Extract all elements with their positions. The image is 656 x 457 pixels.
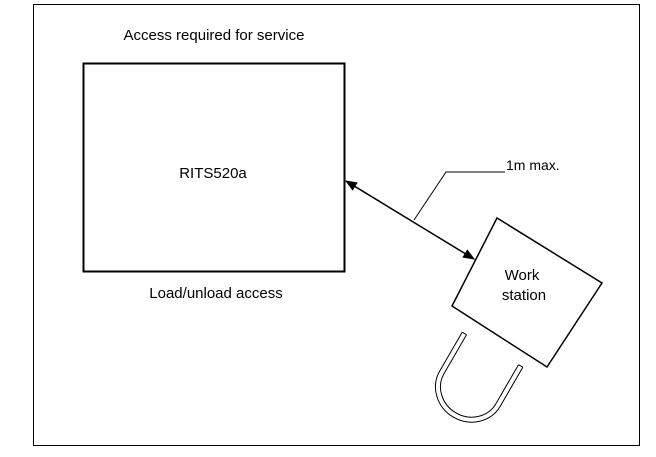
machine-box <box>82 62 346 273</box>
machine-label: RITS520a <box>179 165 247 182</box>
service-access-label: Access required for service <box>124 27 305 44</box>
diagram-border <box>33 4 640 446</box>
workstation-label-line2: station <box>502 287 546 304</box>
distance-label: 1m max. <box>506 157 560 173</box>
workstation-label-line1: Work <box>505 267 540 284</box>
distance-arrow <box>344 180 476 260</box>
distance-leader-line <box>413 171 505 221</box>
chair-icon <box>435 331 524 423</box>
workstation-box <box>451 216 604 369</box>
load-unload-access-label: Load/unload access <box>149 285 282 302</box>
